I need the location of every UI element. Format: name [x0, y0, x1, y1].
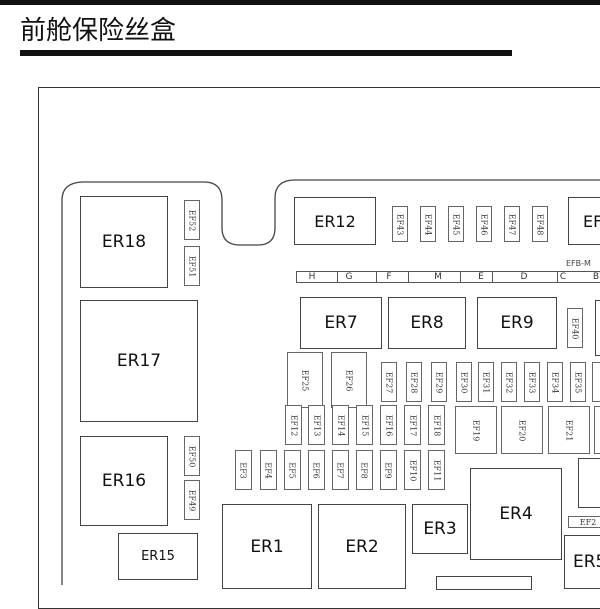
fuse-ef50[interactable]: EF50: [184, 436, 200, 476]
strip-divider: [408, 272, 409, 282]
fuse-ef10[interactable]: EF10: [404, 450, 421, 490]
fuse-ef26[interactable]: EF26: [331, 352, 367, 408]
fuse-ef14[interactable]: EF14: [332, 405, 349, 445]
relay-er12[interactable]: ER12: [294, 197, 376, 245]
relay-er18[interactable]: ER18: [80, 196, 168, 288]
fuse-ef13[interactable]: EF13: [308, 405, 325, 445]
fuse-ef29[interactable]: EF29: [431, 362, 447, 402]
relay-edge: [578, 458, 600, 508]
fuse-ef27[interactable]: EF27: [381, 362, 397, 402]
fuse-ef5[interactable]: EF5: [284, 450, 301, 490]
fuse-ef8[interactable]: EF8: [356, 450, 373, 490]
relay-er8[interactable]: ER8: [388, 297, 466, 349]
fuse-ef16[interactable]: EF16: [380, 405, 397, 445]
fuse-ef47[interactable]: EF47: [504, 206, 520, 242]
fuse-ef33[interactable]: EF33: [524, 362, 540, 402]
slot-e: E: [478, 272, 484, 282]
fuse-ef49[interactable]: EF49: [184, 480, 200, 520]
slot-b: B: [592, 272, 600, 282]
fuse-ef45[interactable]: EF45: [448, 206, 464, 242]
relay-er4[interactable]: ER4: [470, 468, 562, 560]
fuse-ef4[interactable]: EF4: [260, 450, 277, 490]
fuse-ef44[interactable]: EF44: [420, 206, 436, 242]
slot-d: D: [520, 272, 528, 282]
fuse-ef7[interactable]: EF7: [332, 450, 349, 490]
fuse-ef40[interactable]: EF40: [567, 308, 583, 348]
page-title: 前舱保险丝盒: [20, 16, 177, 46]
fuse-ef19[interactable]: EF19: [455, 406, 497, 454]
relay-partial-right[interactable]: EF: [568, 197, 600, 245]
relay-er7[interactable]: ER7: [300, 297, 382, 349]
fuse-ef15[interactable]: EF15: [356, 405, 373, 445]
fuse-ef43[interactable]: EF43: [392, 206, 408, 242]
top-border-bar: [0, 0, 600, 5]
fuse-ef17[interactable]: EF17: [404, 405, 421, 445]
relay-er15[interactable]: ER15: [118, 533, 198, 580]
strip-divider: [460, 272, 461, 282]
fuse-edge: [594, 406, 600, 454]
fuse-ef11[interactable]: EF11: [428, 450, 445, 490]
fuse-ef35[interactable]: EF35: [570, 362, 586, 402]
fuse-ef2[interactable]: EF2: [568, 516, 600, 528]
fuse-ef48[interactable]: EF48: [532, 206, 548, 242]
relay-er5[interactable]: ER5: [564, 535, 600, 589]
slot-m: M: [434, 272, 442, 282]
slot-f: F: [386, 272, 392, 282]
strip-divider: [337, 272, 338, 282]
slot-h: H: [308, 272, 316, 282]
slot-c: C: [559, 272, 567, 282]
fuse-ef21[interactable]: EF21: [548, 406, 590, 454]
relay-er9[interactable]: ER9: [477, 297, 557, 349]
strip-divider: [376, 272, 377, 282]
slot-g: G: [345, 272, 353, 282]
fuse-ef52[interactable]: EF52: [184, 200, 200, 240]
strip-divider: [492, 272, 493, 282]
fuse-edge: [592, 362, 600, 402]
fuse-ef25[interactable]: EF25: [287, 352, 323, 408]
fuse-ef31[interactable]: EF31: [478, 362, 494, 402]
fuse-ef20[interactable]: EF20: [501, 406, 543, 454]
fuse-ef34[interactable]: EF34: [547, 362, 563, 402]
fuse-ef9[interactable]: EF9: [380, 450, 397, 490]
efb-label: EFB-M: [566, 259, 591, 268]
fuse-ef30[interactable]: EF30: [456, 362, 472, 402]
relay-er16[interactable]: ER16: [80, 436, 168, 526]
relay-edge: [595, 300, 600, 356]
relay-er17[interactable]: ER17: [80, 300, 198, 422]
relay-er2[interactable]: ER2: [318, 504, 406, 589]
fuse-ef3[interactable]: EF3: [235, 450, 252, 490]
slot-strip: [296, 271, 600, 283]
strip-divider: [557, 272, 558, 282]
relay-bottom-edge: [436, 576, 532, 590]
relay-er3[interactable]: ER3: [412, 504, 468, 554]
fuse-box-outline: [61, 179, 600, 585]
fuse-ef51[interactable]: EF51: [184, 246, 200, 286]
fuse-ef46[interactable]: EF46: [476, 206, 492, 242]
fuse-ef6[interactable]: EF6: [308, 450, 325, 490]
fuse-ef32[interactable]: EF32: [501, 362, 517, 402]
fuse-ef18[interactable]: EF18: [428, 405, 445, 445]
fuse-ef28[interactable]: EF28: [406, 362, 422, 402]
relay-er1[interactable]: ER1: [222, 504, 312, 589]
title-underline: [20, 50, 512, 56]
fuse-ef12[interactable]: EF12: [285, 405, 302, 445]
